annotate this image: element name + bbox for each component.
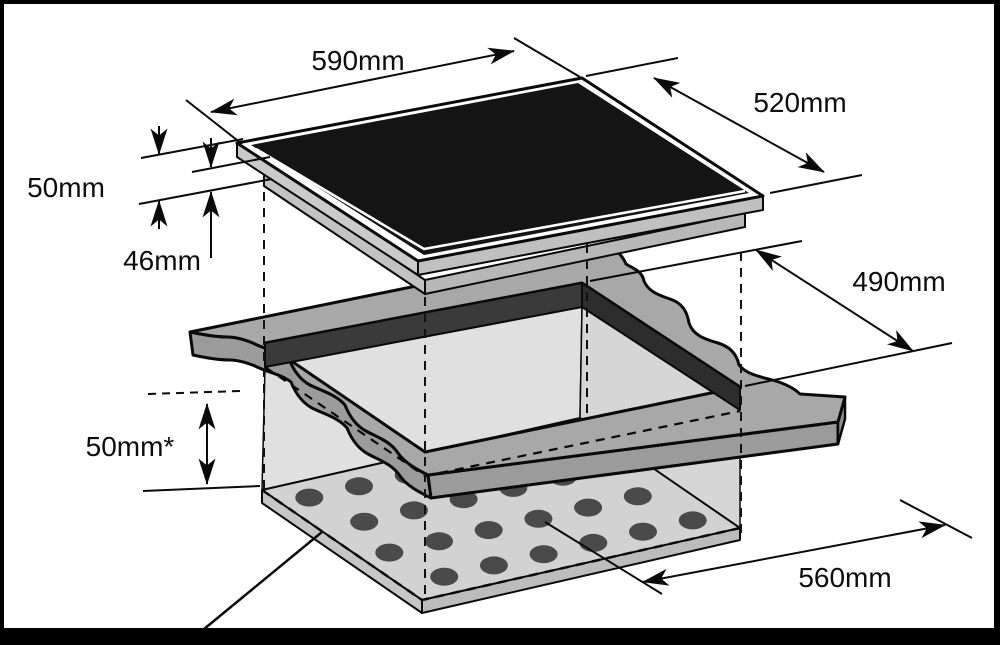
dimension-label-520: 520mm xyxy=(753,87,846,118)
perforation-hole xyxy=(479,556,508,575)
hob-glass-highlight xyxy=(255,147,746,251)
dimension-label-490: 490mm xyxy=(852,266,945,297)
dimension-cutout-depth: 490mm xyxy=(589,240,953,387)
perforation-hole xyxy=(430,567,459,586)
perforation-hole xyxy=(345,477,373,496)
dim-line xyxy=(653,77,825,173)
perforation-hole xyxy=(399,501,428,520)
dimension-hob-width: 590mm xyxy=(185,37,581,145)
shelf-back-edges xyxy=(261,417,741,529)
perforation-hole xyxy=(629,522,657,541)
ext-line xyxy=(769,174,863,194)
ext-line xyxy=(899,499,973,539)
perforation-hole xyxy=(474,521,503,540)
alignment-dashed-lines xyxy=(263,176,742,599)
dimension-total-height: 50mm xyxy=(27,126,273,229)
dimension-label-46: 46mm xyxy=(123,245,201,276)
perforation-hole xyxy=(295,488,324,507)
dimension-label-590: 590mm xyxy=(311,45,404,76)
perforation-hole xyxy=(623,487,652,506)
dimension-cutout-width: 560mm xyxy=(544,499,973,595)
dim-line xyxy=(755,249,914,352)
worktop xyxy=(188,245,847,500)
ref-line-top-dashed xyxy=(147,390,241,395)
ref-line-bottom xyxy=(142,485,261,492)
perforation-hole xyxy=(350,512,379,531)
ext-line xyxy=(513,37,581,78)
border-right xyxy=(994,0,1000,645)
perforation-hole xyxy=(529,545,558,564)
hob xyxy=(235,76,765,295)
ext-line xyxy=(589,240,803,282)
dim-line xyxy=(642,521,946,586)
hob-body-right-face xyxy=(424,212,746,295)
ref-line-worktop xyxy=(191,156,271,173)
dimension-min-clearance: 50mm* xyxy=(86,390,261,492)
border-top xyxy=(0,0,1000,4)
dimension-hob-depth: 520mm xyxy=(585,57,863,194)
shelf-leader-line xyxy=(197,531,323,635)
dim-line xyxy=(210,47,515,116)
ext-line xyxy=(185,99,243,145)
dimension-built-in-depth: 46mm xyxy=(123,138,220,276)
dimension-label-50: 50mm xyxy=(27,172,105,203)
perforation-hole xyxy=(678,511,707,530)
perforation-hole xyxy=(375,543,404,562)
perforation-hole xyxy=(579,533,608,552)
ext-line xyxy=(585,57,679,77)
border-left xyxy=(0,0,4,645)
ext-line xyxy=(744,342,953,387)
dimension-label-50-clearance: 50mm* xyxy=(86,431,175,462)
perforation-hole xyxy=(574,498,603,517)
shelf-front-edges-hidden xyxy=(261,488,741,602)
perforation-hole xyxy=(425,532,453,551)
dimension-label-560: 560mm xyxy=(798,562,891,593)
cutout-wall-far-right xyxy=(581,282,741,411)
border-bottom xyxy=(0,628,1000,645)
